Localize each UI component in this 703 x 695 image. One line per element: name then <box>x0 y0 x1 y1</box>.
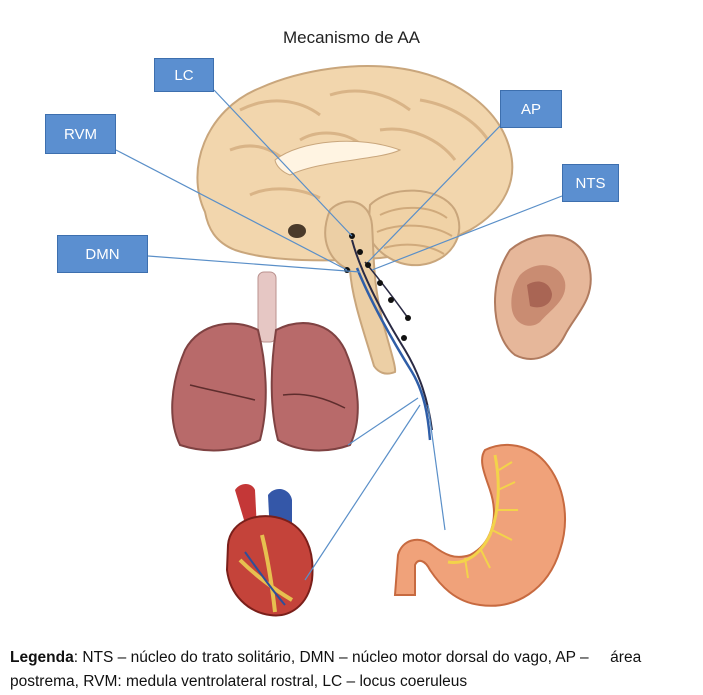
label-ap: AP <box>500 90 562 128</box>
label-rvm: RVM <box>45 114 116 154</box>
brain <box>196 65 514 375</box>
legend: Legenda: NTS – núcleo do trato solitário… <box>10 646 700 694</box>
lungs <box>171 271 359 452</box>
heart <box>225 484 314 617</box>
pointer-lines <box>115 89 563 581</box>
ear <box>494 234 592 360</box>
label-dmn: DMN <box>57 235 148 273</box>
stomach <box>393 443 566 607</box>
label-nts: NTS <box>562 164 619 202</box>
diagram-title: Mecanismo de AA <box>282 28 420 47</box>
label-lc: LC <box>154 58 214 92</box>
legend-line2: postrema, RVM: medula ventrolateral rost… <box>10 673 468 690</box>
legend-heading: Legenda <box>10 649 74 666</box>
legend-line1: : NTS – núcleo do trato solitário, DMN –… <box>73 649 642 666</box>
